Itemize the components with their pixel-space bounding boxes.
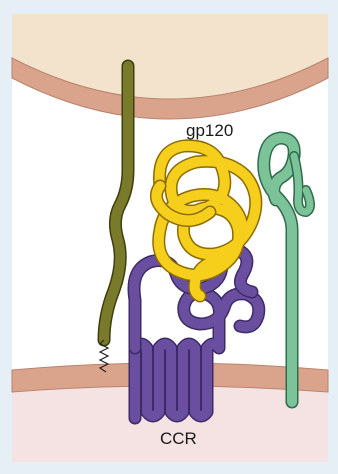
ccr-label: CCR <box>160 429 197 448</box>
gp120-label: gp120 <box>186 121 233 140</box>
